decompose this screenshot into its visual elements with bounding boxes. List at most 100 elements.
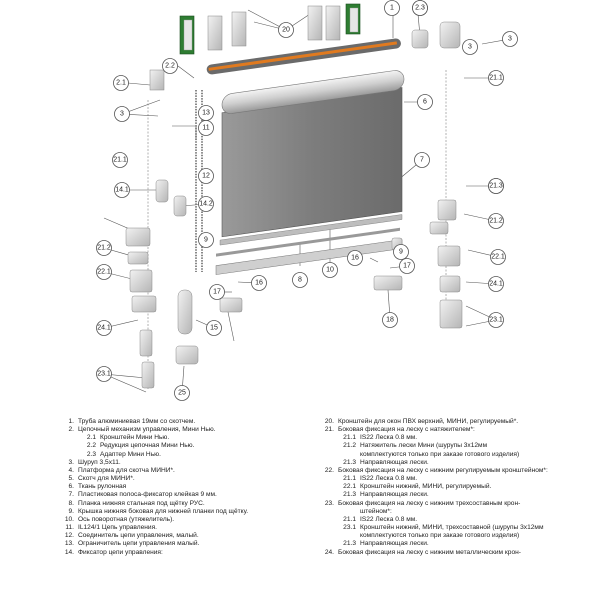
legend-text: Кронштейн для окон ПВХ верхний, МИНИ, ре…: [338, 418, 519, 425]
bracket-2-3: [439, 21, 461, 49]
svg-text:2.1: 2.1: [116, 80, 126, 87]
svg-text:8: 8: [298, 277, 302, 284]
bracket-2-1: [149, 69, 165, 91]
legend-number: 7.: [68, 491, 75, 499]
legend-item: комплектуются только при заказе готового…: [314, 532, 596, 540]
legend-text: Боковая фиксация на леску с натяжителем*…: [338, 426, 475, 434]
callout-24-1: 24.1: [96, 320, 112, 336]
legend-item: 12. Соединитель цепи управления, малый.: [54, 532, 304, 540]
legend-item: 2.2 Редукция цепочная Мини Нью.: [54, 442, 304, 450]
legend-item: 11.IL124/1 Цепь управления.: [54, 524, 304, 532]
legend-number: 4.: [68, 466, 75, 474]
callout-21-1: 21.1: [112, 152, 128, 168]
legend-text: IS22 Леска 0.8 мм.: [360, 475, 418, 483]
callout-23-1: 23.1: [96, 366, 112, 382]
legend-text: Шуруп 3,5х11.: [78, 458, 121, 466]
legend-left: 1.Труба алюминиевая 19мм со скотчем.2.Це…: [54, 418, 304, 557]
legend-number: 3.: [68, 458, 75, 466]
legend-item: 9.Крышка нижняя боковая для нижней планк…: [54, 508, 304, 516]
svg-text:12: 12: [202, 173, 210, 180]
legend-number: 22.: [324, 466, 334, 474]
legend-item: 6.Ткань рулонная: [54, 483, 304, 491]
svg-text:13: 13: [202, 110, 210, 117]
callout-17: 17: [209, 284, 225, 300]
svg-text:11: 11: [202, 125, 209, 132]
legend-number: 11.: [65, 524, 74, 532]
svg-text:6: 6: [423, 99, 427, 106]
bottom-bar-8: [215, 239, 403, 275]
legend-item: 1.Труба алюминиевая 19мм со скотчем.: [54, 418, 304, 426]
legend-text: Кронштейн нижний, МИНИ, регулируемый.: [360, 483, 492, 491]
legend-number: 23.1: [343, 524, 356, 532]
svg-text:17: 17: [403, 263, 411, 270]
callout-14-2: 14.2: [198, 196, 214, 212]
legend-item: 2.Цепочный механизм управления, Мини Нью…: [54, 426, 304, 434]
legend-text: Труба алюминиевая 19мм со скотчем.: [78, 418, 196, 425]
callout-1: 1: [384, 0, 400, 16]
legend-text: Натяжитель лески Мини (шурупы 3х12мм: [360, 442, 488, 450]
legend-text: Планка нижняя стальная под щётку РУС.: [78, 499, 205, 507]
bracket-20b: [231, 11, 247, 47]
legend-number: 22.1: [343, 483, 356, 491]
legend-item: 21.Боковая фиксация на леску с натяжител…: [314, 426, 596, 434]
legend-item: 8.Планка нижняя стальная под щётку РУС.: [54, 500, 304, 508]
callout-21-1: 21.1: [488, 70, 504, 86]
legend-item: 23.Боковая фиксация на леску с нижним тр…: [314, 500, 596, 508]
legend-number: 21.3: [343, 491, 356, 499]
svg-text:20: 20: [282, 27, 290, 34]
legend-item: 5.Скотч для МИНИ*.: [54, 475, 304, 483]
legend-text: Боковая фиксация на леску с нижним трехс…: [338, 499, 521, 507]
legend-text: Редукция цепочная Мини Нью.: [100, 442, 195, 450]
legend-item: 21.3 Направляющая лески.: [314, 491, 596, 499]
svg-text:21.2: 21.2: [97, 245, 111, 252]
svg-text:15: 15: [210, 325, 218, 332]
legend-text: Направляющая лески.: [360, 491, 429, 499]
legend-number: 12.: [64, 532, 74, 540]
legend-number: 24.: [324, 548, 334, 556]
callout-12: 12: [198, 168, 214, 184]
callout-22-1: 22.1: [96, 264, 112, 280]
svg-text:22.1: 22.1: [491, 254, 505, 261]
legend-item: 3.Шуруп 3,5х11.: [54, 459, 304, 467]
roll: [221, 70, 405, 114]
legend-number: 2.2: [86, 442, 96, 450]
legend-number: 20.: [324, 418, 334, 425]
callout-24-1: 24.1: [488, 276, 504, 292]
callout-23-1: 23.1: [488, 312, 504, 328]
legend-number: 1.: [68, 418, 75, 425]
legend-number: 5.: [68, 475, 75, 483]
svg-text:22.1: 22.1: [97, 269, 111, 276]
legend-text: Направляющая лески.: [360, 540, 429, 548]
legend-number: [314, 451, 360, 459]
legend-number: [314, 532, 360, 540]
svg-text:9: 9: [204, 237, 208, 244]
roller-blind-exploded-diagram: 122.12.22.3333679981011121314.114.215161…: [96, 0, 518, 401]
callout-15: 15: [206, 320, 222, 336]
tube-with-tape: [206, 38, 401, 75]
bracket-20d: [325, 5, 341, 41]
legend-text: Ось поворотная (утяжелитель).: [78, 515, 175, 523]
callout-3: 3: [114, 106, 130, 122]
legend-number: 21.1: [343, 515, 356, 523]
legend-number: 21.1: [343, 475, 356, 483]
legend-text: Скотч для МИНИ*.: [78, 475, 135, 483]
legend-text: Цепочный механизм управления, Мини Нью.: [78, 426, 216, 434]
callout-13: 13: [198, 105, 214, 121]
right-hardware: [373, 199, 463, 329]
svg-text:25: 25: [178, 390, 186, 397]
callout-9: 9: [393, 244, 409, 260]
legend-item: 7.Пластиковая полоса-фиксатор клейкая 9 …: [54, 491, 304, 499]
legend-item: 21.1 IS22 Леска 0.8 мм.: [314, 475, 596, 483]
callout-7: 7: [414, 152, 430, 168]
legend-number: 21.1: [343, 434, 356, 442]
legend-text: комплектуются только при заказе готового…: [360, 450, 520, 458]
legend-item: 22.1 Кронштейн нижний, МИНИ, регулируемый…: [314, 483, 596, 491]
svg-text:24.1: 24.1: [489, 281, 503, 288]
legend-number: 10.: [64, 515, 74, 523]
legend-text: Соединитель цепи управления, малый.: [78, 532, 199, 540]
callout-2-3: 2.3: [412, 0, 428, 16]
callout-22-1: 22.1: [490, 249, 506, 265]
legend-number: 13.: [64, 540, 74, 548]
